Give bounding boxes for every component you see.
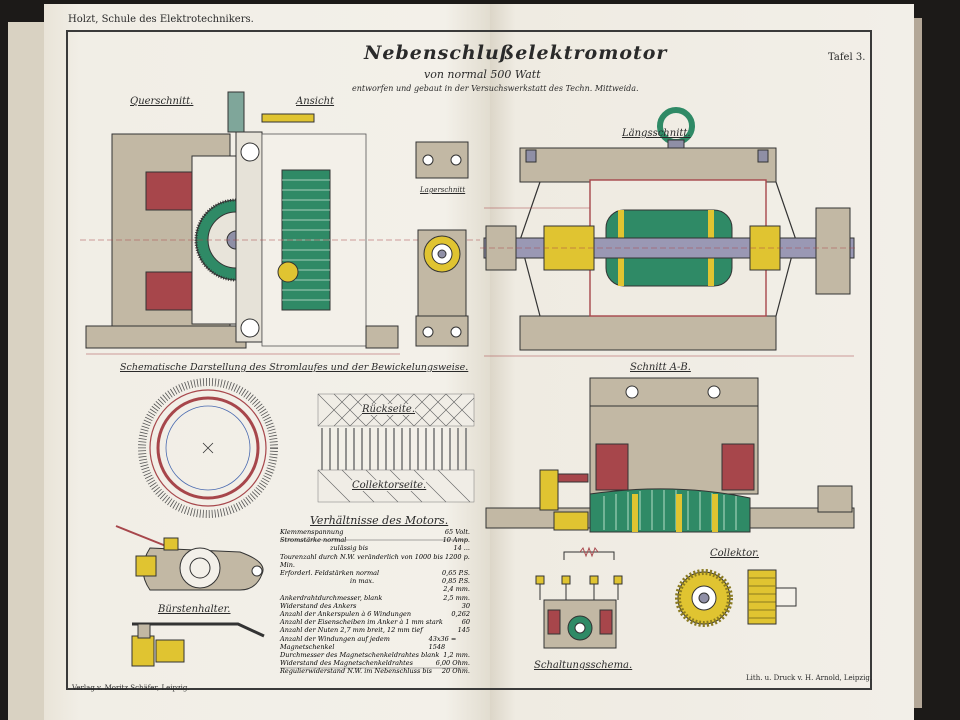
spec-row: Durchmesser des Magnetschenkeldrahtes bl… — [280, 651, 470, 660]
bearing-section-drawing — [415, 141, 469, 347]
spec-row: Regulierwiderstand N.W. im Nebenschluss … — [280, 667, 470, 676]
label-elevation: Ansicht — [296, 96, 335, 107]
spec-row: 2,4 mm. — [443, 585, 470, 594]
spec-row: Anzahl der Eisenscheiben im Anker à 1 mm… — [280, 618, 470, 627]
longitudinal-section-drawing — [480, 107, 858, 357]
printer-credit: Lith. u. Druck v. H. Arnold, Leipzig. — [746, 674, 873, 682]
spec-heading: Verhältnisse des Motors. — [310, 514, 449, 527]
label-schematic: Schematische Darstellung des Stromlaufes… — [120, 362, 469, 373]
label-bearing-section: Lagerschnitt — [420, 186, 466, 194]
wiring-diagram-drawing — [535, 546, 623, 649]
book-cover-left — [8, 22, 48, 720]
label-collector: Collektor. — [710, 548, 759, 559]
label-commutator-side: Collektorseite. — [352, 480, 427, 491]
label-longitudinal-section: Längsschnitt. — [622, 128, 691, 139]
spec-row: in max.0,85 P.S. — [350, 577, 470, 586]
collector-drawing — [675, 569, 797, 627]
spec-table-rules — [280, 539, 468, 669]
spec-row: Anzahl der Nuten 2,7 mm breit, 12 mm tie… — [280, 626, 470, 635]
label-back-side: Rückseite. — [362, 404, 415, 415]
winding-schematic-drawing — [138, 378, 278, 518]
book-title: Holzt, Schule des Elektrotechnikers. — [68, 14, 254, 25]
spec-row: Tourenzahl durch N.W. veränderlich von 1… — [280, 552, 470, 569]
publisher-credit: Verlag v. Moritz Schäfer, Leipzig. — [72, 684, 190, 692]
plate-number: Tafel 3. — [828, 52, 866, 63]
plate-subtitle-power: von normal 500 Watt — [424, 68, 541, 81]
label-section-ab: Schnitt A-B. — [630, 362, 691, 373]
cross-section-drawing — [80, 91, 480, 355]
spec-row: Anzahl der Windungen auf jedem Magnetsch… — [280, 634, 457, 651]
section-ab-drawing — [485, 377, 855, 533]
plate-frame — [66, 30, 872, 690]
label-cross-section: Querschnitt. — [130, 96, 194, 107]
brush-holder-drawing — [115, 525, 265, 667]
plate-title: Nebenschlußelektromotor — [364, 42, 668, 64]
label-wiring-diagram: Schaltungsschema. — [534, 660, 633, 671]
left-page — [44, 4, 490, 720]
label-brush-holder: Bürstenhalter. — [158, 604, 231, 615]
plate-subtitle-origin: entworfen und gebaut in der Versuchswerk… — [352, 84, 639, 93]
